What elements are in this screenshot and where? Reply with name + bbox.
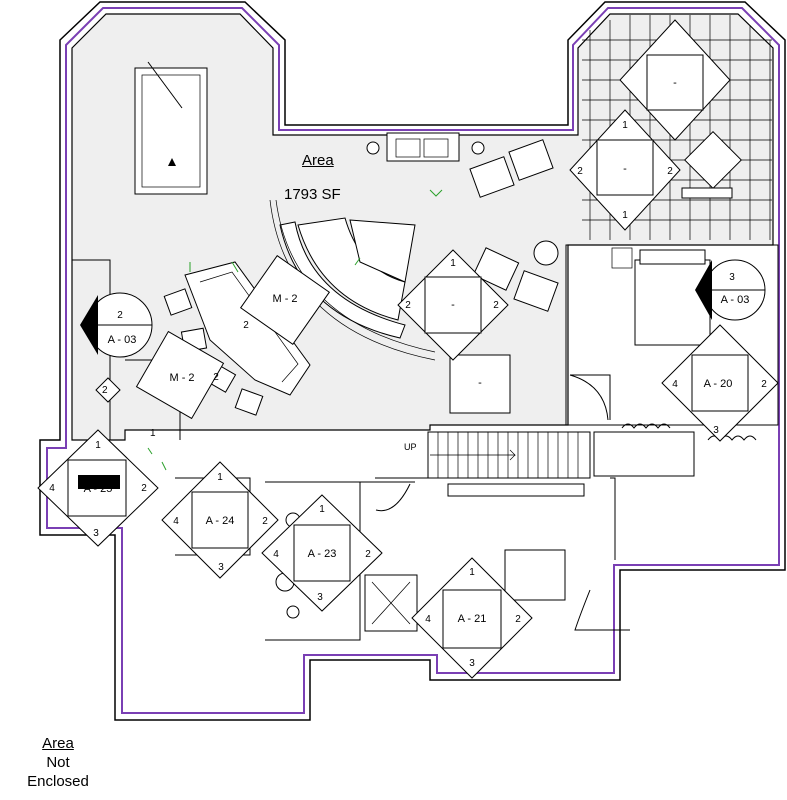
tag-a21-left: 4	[425, 614, 431, 625]
tag-a23-label: A - 23	[308, 548, 337, 560]
svg-text:-: -	[451, 299, 455, 311]
tag-a03-right: 3 A - 03	[695, 259, 766, 321]
tag-a24-left: 4	[173, 516, 179, 527]
tag-diamond-dining-mid: 1 2 2 1 -	[569, 109, 681, 231]
stair-up-label: UP	[404, 442, 417, 452]
tag-a23-bottom: 3	[317, 592, 323, 603]
door-swing-marks	[147, 189, 443, 471]
tag-m2-lower-side: 2	[213, 372, 219, 383]
tag-m2-lower: M - 2 2	[135, 330, 225, 420]
tag-a25-top: 1	[95, 440, 101, 451]
tag-a23-left: 4	[273, 549, 279, 560]
svg-text:-: -	[623, 163, 627, 175]
svg-text:1: 1	[622, 120, 628, 131]
tag-a20-label: A - 20	[704, 378, 733, 390]
tag-a21-right: 2	[515, 614, 521, 625]
tag-a20: A - 20 4 2 3	[661, 324, 779, 442]
legend: Area Not Enclosed	[12, 734, 104, 791]
tag-a23-right: 2	[365, 549, 371, 560]
tag-a03-left-top: 2	[117, 310, 123, 321]
tag-m2-upper: M - 2 2	[239, 254, 331, 346]
tag-m2-lower-label: M - 2	[169, 372, 194, 384]
tag-diamond-dining-top: -	[619, 19, 731, 141]
tag-a21-bottom: 3	[469, 658, 475, 669]
tag-a25-right: 2	[141, 483, 147, 494]
tag-a24-label: A - 24	[206, 515, 235, 527]
legend-title: Area	[42, 735, 74, 752]
legend-line-1: Not	[46, 754, 70, 771]
tag-a21-top: 1	[469, 567, 475, 578]
tag-a24: A - 24 1 4 2 3	[161, 461, 279, 579]
svg-text:-: -	[673, 77, 677, 89]
tag-a25: A - 25 1 4 2 3	[37, 429, 159, 547]
bar-counter	[184, 261, 311, 396]
pool-table	[134, 67, 208, 195]
tag-a24-bottom: 3	[218, 562, 224, 573]
tag-a23-top: 1	[319, 504, 325, 515]
tag-a03-left: 2 A - 03	[80, 292, 153, 358]
svg-text:1: 1	[150, 428, 156, 439]
svg-text:2: 2	[667, 166, 673, 177]
tag-a03-left-label: A - 03	[108, 334, 137, 346]
armchairs	[163, 139, 559, 416]
svg-text:1: 1	[450, 258, 456, 269]
svg-text:2: 2	[405, 300, 411, 311]
tag-a21-label: A - 21	[458, 613, 487, 625]
sofa	[386, 132, 460, 162]
pool-ball-icon	[168, 158, 176, 166]
svg-text:2: 2	[577, 166, 583, 177]
svg-text:2: 2	[102, 385, 108, 396]
tag-a25-label: A - 25	[84, 483, 113, 495]
tag-m2-upper-side: 2	[243, 320, 249, 331]
tag-a25-left: 4	[49, 483, 55, 494]
dining-table	[684, 131, 742, 189]
svg-text:2: 2	[493, 300, 499, 311]
tag-a20-right: 2	[761, 379, 767, 390]
bedroom-wall	[565, 244, 779, 426]
tag-diamond-living: 1 2 2 - -	[397, 249, 509, 389]
tag-a23: A - 23 1 4 2 3	[261, 494, 383, 612]
tag-a03-right-label: A - 03	[721, 294, 750, 306]
tag-m2-upper-label: M - 2	[272, 293, 297, 305]
tag-a25-bottom: 3	[93, 528, 99, 539]
tag-a03-right-top: 3	[729, 272, 735, 283]
svg-text:1: 1	[622, 210, 628, 221]
tag-a21: A - 21 1 4 2 3	[411, 557, 533, 679]
bed	[634, 259, 711, 346]
legend-line-2: Enclosed	[27, 773, 89, 790]
tag-a24-top: 1	[217, 472, 223, 483]
area-size: 1793 SF	[284, 186, 341, 203]
appliance-box	[449, 354, 511, 414]
tag-a20-left: 4	[672, 379, 678, 390]
tag-a20-bottom: 3	[713, 425, 719, 436]
svg-text:-: -	[478, 377, 482, 389]
tag-a24-right: 2	[262, 516, 268, 527]
area-title: Area	[302, 152, 334, 169]
